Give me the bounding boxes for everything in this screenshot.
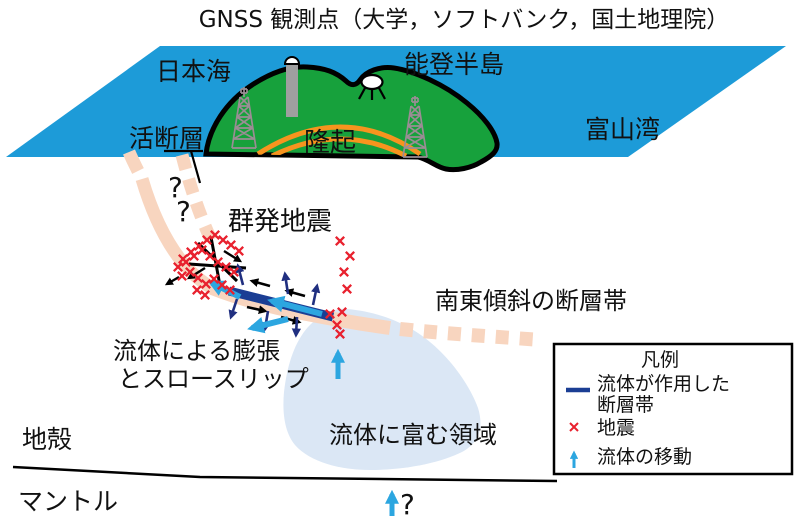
fluid-arrows (207, 280, 399, 516)
label-toyama-bay: 富山湾 (585, 115, 660, 144)
label-se-dipping-fault: 南東傾斜の断層帯 (435, 287, 627, 315)
earthquake-mark (180, 256, 192, 268)
earthquake-mark (192, 272, 204, 284)
expansion-arrow (291, 316, 302, 338)
label-crust: 地殻 (22, 425, 72, 454)
monument-dome (283, 56, 301, 65)
label-active-fault: 活断層 (129, 124, 204, 153)
legend-earthquake-symbol (569, 422, 579, 432)
diagram-title: GNSS 観測点（大学，ソフトバンク，国土地理院） (199, 7, 730, 33)
earthquake-mark (176, 270, 188, 282)
band-right-strand-dashed (175, 153, 218, 245)
label-uplift: 隆起 (304, 128, 356, 158)
earthquake-mark (336, 306, 348, 318)
earthquake-mark (233, 245, 245, 257)
earthquake-marks (172, 229, 356, 340)
earthquake-mark (334, 235, 346, 247)
uplift-arc-outer (256, 124, 422, 157)
earthquake-mark (204, 250, 216, 262)
earthquake-mark (216, 279, 228, 291)
uplift-contours-icon (256, 124, 422, 159)
label-earthquake-swarm: 群発地震 (228, 207, 332, 237)
earthquake-mark (208, 273, 220, 285)
earthquake-mark (184, 266, 196, 278)
slip-arrow (223, 249, 243, 263)
slip-arrow (186, 266, 206, 280)
expansion-arrow (228, 298, 239, 320)
label-fluid-rich-region: 流体に富む領域 (329, 421, 497, 449)
question-mark-lower: ? (176, 195, 191, 228)
shear-arrow (249, 278, 271, 288)
shear-arrow (246, 305, 268, 314)
band-dashed-lower (399, 322, 543, 347)
antenna-tripod (358, 87, 386, 100)
uplift-arc-inner (270, 136, 408, 159)
earthquake-mark (331, 319, 343, 331)
radio-tower-icon (402, 96, 428, 158)
fluid-arrow (247, 316, 289, 334)
earthquake-mark (217, 234, 229, 246)
fluid-arrow (267, 295, 323, 317)
antenna-radome (360, 73, 384, 91)
active-fault-pointer (164, 149, 203, 184)
earthquake-mark (225, 239, 237, 251)
expansion-arrow (281, 271, 291, 295)
legend-earthquake-label: 地震 (597, 417, 635, 439)
moho-boundary-line (12, 465, 558, 483)
legend-border (552, 342, 794, 476)
earthquake-mark (172, 261, 184, 273)
legend-box: 凡例 流体が作用した 断層帯 地震 流体の移動 (552, 342, 794, 476)
legend-fault-label-line2: 断層帯 (597, 394, 654, 416)
earthquake-mark (324, 308, 336, 320)
earthquake-mark (196, 244, 208, 256)
label-japan-sea: 日本海 (156, 57, 231, 86)
monument-pillar (286, 63, 298, 117)
label-fluid-expansion-line2: とスロースリップ (118, 365, 309, 393)
gnss-monument-icon (283, 56, 301, 117)
question-mark-mantle: ? (400, 488, 415, 519)
earthquake-mark (338, 266, 350, 278)
legend-fluid-label: 流体の移動 (597, 446, 692, 468)
expansion-arrow (235, 263, 245, 286)
earthquake-mark (199, 289, 211, 301)
band-dash-top (123, 149, 144, 174)
earthquake-mark (220, 261, 232, 273)
earthquake-mark (209, 229, 221, 241)
earthquake-mark (344, 250, 356, 262)
question-mark-upper: ? (168, 171, 183, 204)
expansion-arrow (311, 283, 321, 306)
legend-fault-label-line1: 流体が作用した (597, 373, 730, 395)
earthquake-mark (212, 256, 224, 268)
earthquake-mark (334, 328, 346, 340)
fluid-arrow (207, 280, 242, 300)
legend-title: 凡例 (641, 349, 679, 371)
earthquake-mark (191, 284, 203, 296)
slip-arrow (164, 275, 180, 286)
radio-tower-icon (231, 87, 257, 149)
earthquake-mark (200, 278, 212, 290)
label-noto-peninsula: 能登半島 (404, 50, 504, 79)
gnss-antenna-icon (358, 73, 386, 100)
label-fluid-expansion-line1: 流体による膨張 (113, 337, 280, 365)
cluster-slip-arrows (164, 249, 243, 286)
earthquake-mark (341, 283, 353, 295)
earthquake-mark (188, 250, 200, 262)
label-mantle: マントル (18, 487, 118, 516)
earthquake-mark (201, 234, 213, 246)
earthquake-mark (228, 266, 240, 278)
shear-arrow (284, 288, 306, 298)
earthquake-mark (224, 284, 236, 296)
